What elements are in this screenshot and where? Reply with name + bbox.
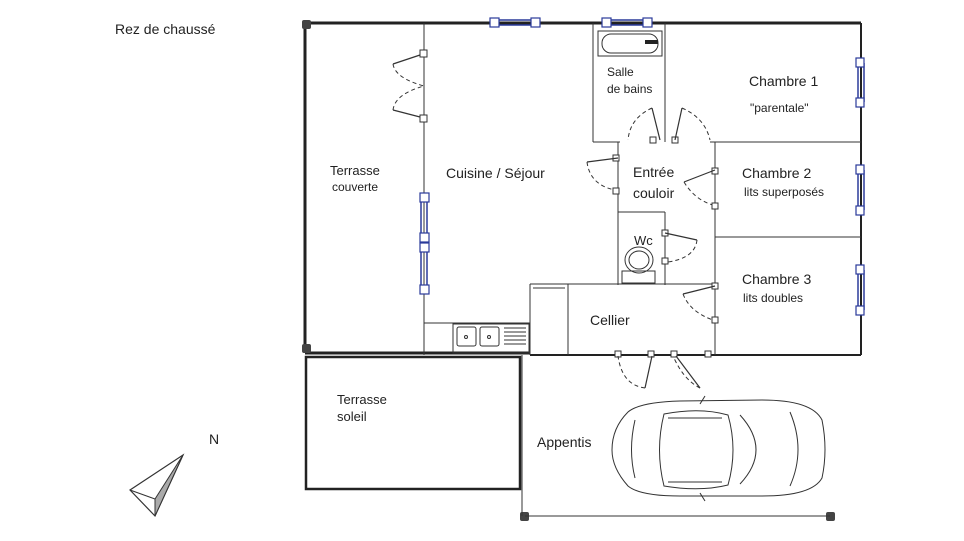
label-terrasse-couverte-1: Terrasse <box>330 163 380 178</box>
label-terrasse-soleil-1: Terrasse <box>337 392 387 407</box>
north-arrow-icon <box>129 453 185 518</box>
outer-walls <box>303 21 862 356</box>
terrasse-soleil-area <box>304 355 522 491</box>
label-cuisine-sejour: Cuisine / Séjour <box>446 165 545 181</box>
toilet-icon <box>621 246 656 284</box>
plan-title: Rez de chaussé <box>115 21 216 37</box>
windows <box>419 17 865 316</box>
label-cellier: Cellier <box>590 312 630 328</box>
label-chambre-2-sub: lits superposés <box>744 185 824 199</box>
label-chambre-1-sub: "parentale" <box>750 101 809 115</box>
label-chambre-2: Chambre 2 <box>742 165 811 181</box>
sink-icon <box>452 323 530 354</box>
doors <box>392 49 719 389</box>
car-icon <box>611 395 826 502</box>
label-salle-de-bains-1: Salle <box>607 65 634 79</box>
label-entree-2: couloir <box>633 185 675 201</box>
bathtub-icon <box>597 30 663 57</box>
label-terrasse-couverte-2: couverte <box>332 180 378 194</box>
label-appentis: Appentis <box>537 434 591 450</box>
label-salle-de-bains-2: de bains <box>607 82 652 96</box>
label-entree-1: Entrée <box>633 164 674 180</box>
label-chambre-3: Chambre 3 <box>742 271 811 287</box>
north-label: N <box>209 431 219 447</box>
label-chambre-1: Chambre 1 <box>749 73 818 89</box>
label-chambre-3-sub: lits doubles <box>743 291 803 305</box>
appentis-area <box>521 355 830 517</box>
label-wc: Wc <box>634 233 653 248</box>
interior-walls <box>423 23 861 355</box>
label-terrasse-soleil-2: soleil <box>337 409 367 424</box>
